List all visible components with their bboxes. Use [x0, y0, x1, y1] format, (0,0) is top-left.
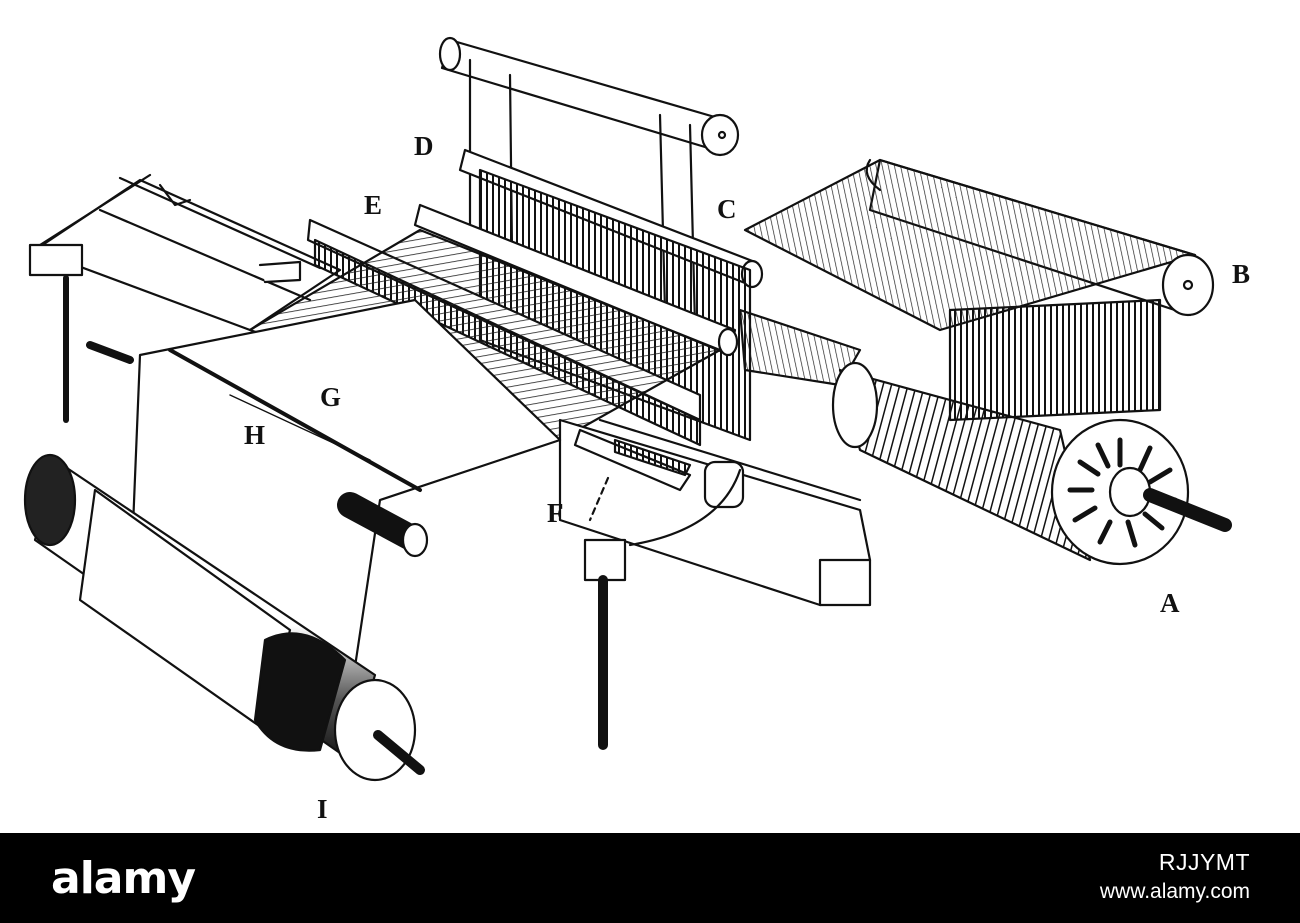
label-h: H: [244, 420, 265, 450]
warp-beam-b: [743, 158, 1215, 422]
label-b: B: [1232, 259, 1250, 289]
label-g: G: [320, 382, 341, 412]
image-id: RJJYMT: [1158, 849, 1250, 875]
brand-logo: alamy: [51, 853, 196, 904]
label-i: I: [317, 794, 328, 824]
loom-diagram: A B C D E F G H I: [23, 36, 1250, 824]
label-e: E: [364, 190, 382, 220]
label-f: F: [547, 498, 564, 528]
shuttle-race-f: [558, 418, 872, 750]
label-c: C: [717, 194, 737, 224]
stock-footer-bar: alamy RJJYMT www.alamy.com: [0, 833, 1300, 923]
label-d: D: [414, 131, 434, 161]
part-labels: A B C D E F G H I: [244, 131, 1250, 824]
yarn-beam-a: [831, 361, 1232, 566]
label-a: A: [1160, 588, 1180, 618]
cloth-roller-i: [23, 453, 425, 782]
site-url[interactable]: www.alamy.com: [1099, 880, 1250, 903]
left-frame-rails: [28, 173, 342, 423]
